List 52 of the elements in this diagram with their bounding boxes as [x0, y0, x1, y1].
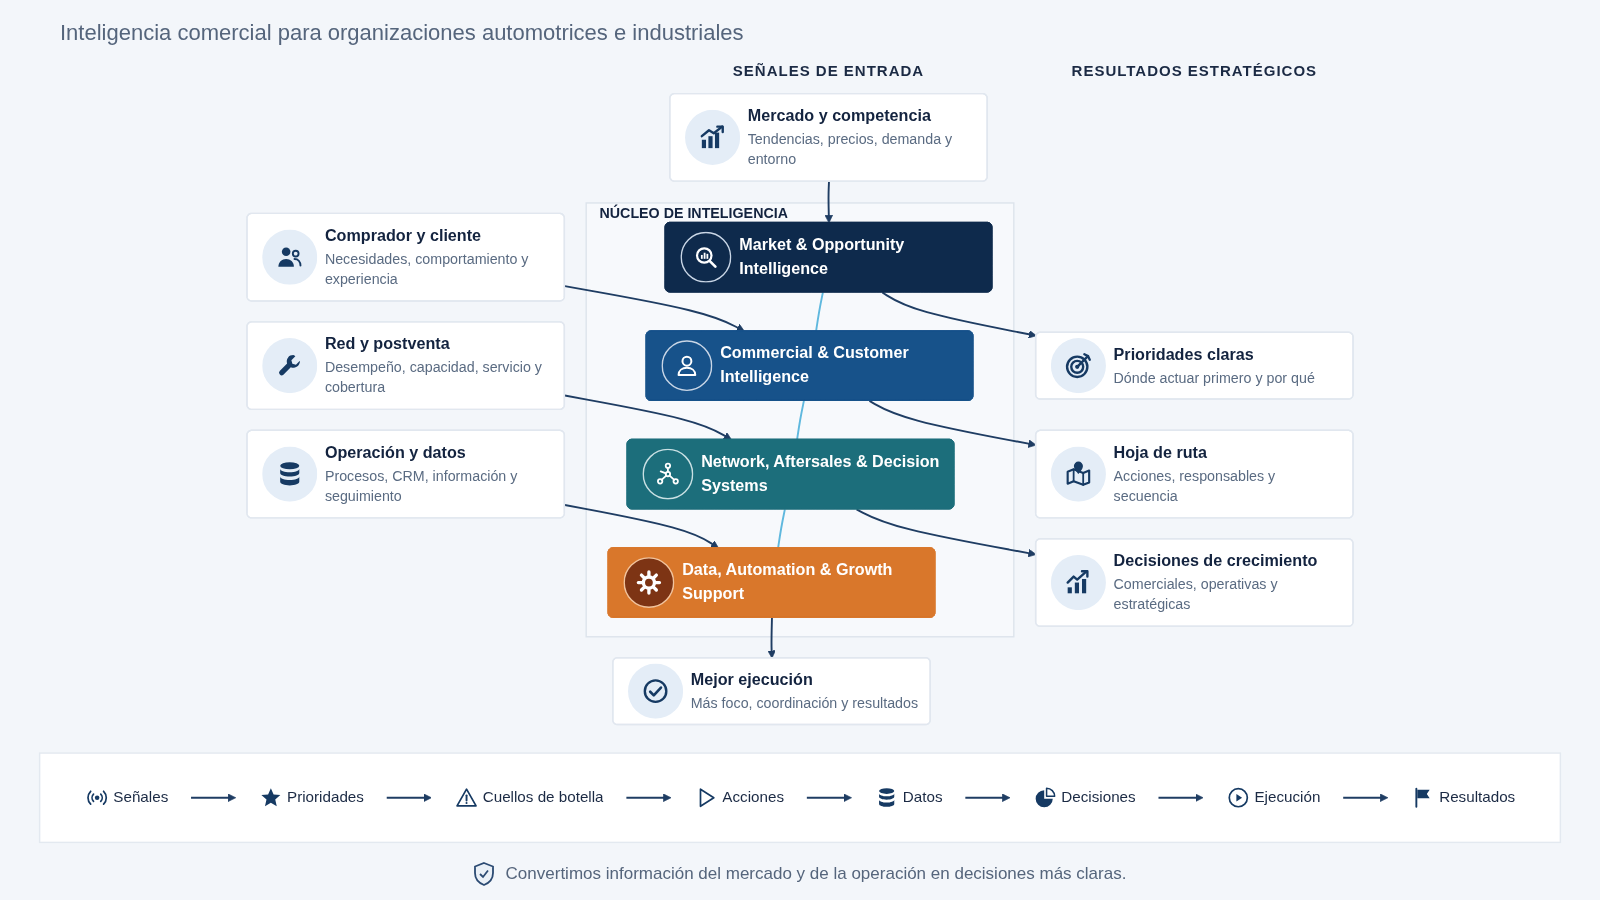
card [246, 212, 566, 302]
arrow [881, 291, 1037, 339]
step-label: Ejecución [1254, 786, 1321, 810]
card-title: Decisiones de crecimiento [1113, 552, 1318, 571]
arrow [625, 793, 672, 802]
arrow [1157, 793, 1204, 802]
step-label: Prioridades [287, 786, 364, 810]
process-box: Data, Automation & Growth Support [607, 547, 936, 618]
step-label: Señales [113, 786, 169, 810]
arrow [1342, 793, 1389, 802]
column-heading: RESULTADOS ESTRATÉGICOS [1071, 62, 1318, 79]
card-title: Hoja de ruta [1113, 443, 1207, 462]
arrow [190, 793, 237, 802]
card-text: Más foco, coordinación y resultados [690, 694, 919, 711]
arrow [767, 616, 776, 659]
step-label: Decisiones [1061, 786, 1136, 810]
column-heading: SEÑALES DE ENTRADA [732, 62, 925, 79]
step-label: Datos [902, 786, 943, 810]
arrow [824, 180, 833, 224]
caption: Convertimos información del mercado y de la operación en decisiones más claras. [505, 864, 1127, 884]
card-text: Acciones, responsables y secuencia [1113, 467, 1276, 504]
card-title: Red y postventa [324, 335, 450, 354]
step-label: Cuellos de botella [482, 786, 604, 810]
step-label: Acciones [722, 786, 785, 810]
card-text: Comerciales, operativas y estratégicas [1113, 575, 1278, 613]
process-box: Market & Opportunity Intelligence [664, 221, 993, 293]
card [669, 92, 988, 182]
subtitle: Inteligencia comercial para organizaciones automotrices e industriales [60, 20, 744, 46]
step-label: Resultados [1439, 786, 1516, 810]
card [246, 321, 566, 411]
card-text: Procesos, CRM, información y seguimiento [324, 467, 518, 504]
card-title: Comprador y cliente [324, 226, 482, 245]
card-title: Operación y datos [324, 443, 466, 462]
card-text: Tendencias, precios, demanda y entorno [747, 130, 953, 168]
connector-line [796, 399, 805, 441]
arrow [805, 793, 852, 802]
card [612, 656, 931, 726]
card-text: Dónde actuar primero y por qué [1113, 368, 1315, 386]
card-title: Mejor ejecución [690, 671, 813, 690]
arrow [964, 793, 1011, 802]
card-title: Mercado y competencia [747, 106, 931, 125]
process-box: Network, Aftersales & Decision Systems [626, 438, 955, 510]
card-text: Desempeño, capacidad, servicio y cobertura [324, 358, 542, 396]
card [1034, 331, 1354, 400]
card [246, 429, 566, 519]
card-text: Necesidades, comportamiento y experiencia [324, 250, 529, 287]
process-box: Commercial & Customer Intelligence [645, 330, 974, 401]
card [1034, 538, 1354, 628]
arrow [385, 793, 432, 802]
panel [38, 752, 1562, 844]
card-title: Prioridades claras [1113, 345, 1254, 364]
card [1034, 429, 1354, 519]
